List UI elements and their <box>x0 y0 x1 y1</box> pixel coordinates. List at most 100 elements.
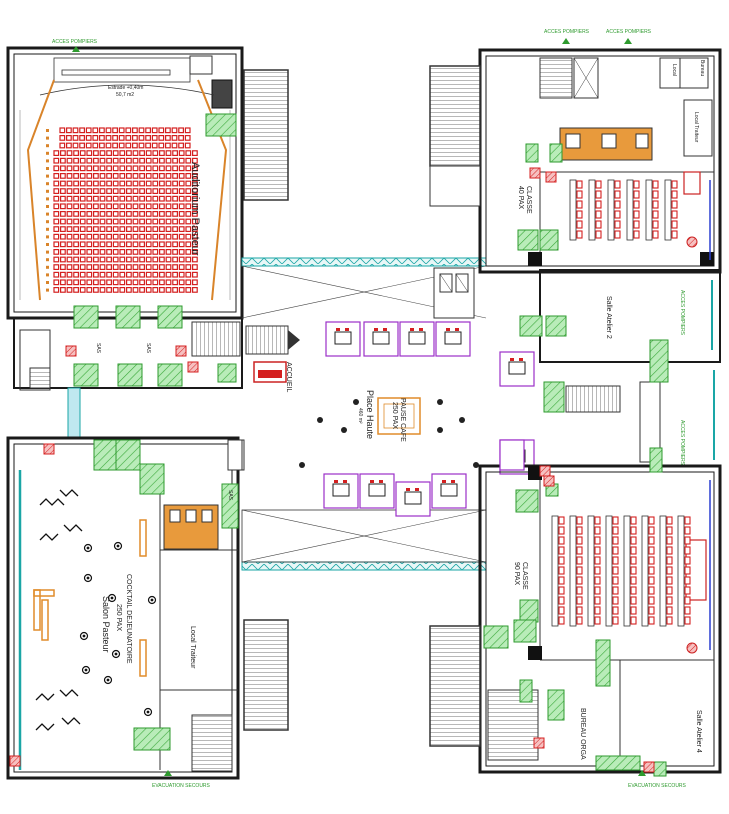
auditorium-seat <box>151 127 158 134</box>
auditorium-seat <box>99 195 106 202</box>
classroom-seat <box>576 616 583 625</box>
auditorium-seat <box>86 211 93 217</box>
auditorium-seat <box>152 271 159 278</box>
auditorium-seat <box>192 233 198 240</box>
auditorium-seat <box>73 157 80 164</box>
auditorium-seat <box>125 135 132 141</box>
auditorium-stage-label: Estrade +0,40m <box>108 85 144 91</box>
auditorium-seat <box>145 157 152 164</box>
auditorium-seat <box>178 211 185 217</box>
auditorium-seat <box>192 203 198 210</box>
auditorium-seat <box>73 264 80 270</box>
auditorium-seat <box>185 264 192 270</box>
auditorium-seat <box>59 256 66 263</box>
auditorium-seat <box>125 165 132 172</box>
auditorium-seat <box>92 135 99 141</box>
exhibitor-stand <box>359 473 395 509</box>
auditorium-seat <box>178 233 185 240</box>
acces-pompiers-top-right-1: ACCES POMPIERS <box>544 29 590 35</box>
auditorium-seat <box>112 241 119 248</box>
auditorium-seat <box>73 195 80 202</box>
auditorium-seat <box>178 264 185 270</box>
auditorium-seat <box>165 150 172 157</box>
auditorium-seat <box>192 180 198 187</box>
auditorium-seat <box>172 249 179 255</box>
auditorium-seat <box>98 135 105 141</box>
classroom-seat <box>576 536 583 545</box>
auditorium-seat <box>73 233 80 240</box>
auditorium-seat <box>165 188 172 195</box>
auditorium-seat <box>53 233 60 240</box>
classroom-seat <box>558 526 565 535</box>
auditorium-seat <box>184 135 191 141</box>
auditorium-seat <box>92 287 99 293</box>
auditorium-seat <box>138 127 145 134</box>
classroom-seat <box>648 556 655 565</box>
auditorium-seat <box>73 218 80 225</box>
place-haute-label: Place Haute <box>365 390 375 440</box>
classroom-seat <box>594 546 601 555</box>
fire-marker <box>65 345 77 357</box>
auditorium-seat <box>145 249 152 255</box>
auditorium-seat <box>192 287 198 293</box>
classroom-seat <box>648 546 655 555</box>
row-marker <box>46 159 49 163</box>
stand-chair <box>510 358 514 361</box>
stand-chair <box>451 480 455 483</box>
auditorium-seat <box>165 203 172 210</box>
auditorium-seat <box>151 142 158 149</box>
bureau-label: Bureau <box>699 60 705 77</box>
classroom-seat <box>630 576 637 585</box>
classroom-seat <box>595 220 602 229</box>
auditorium-seat <box>106 264 113 270</box>
auditorium-seat <box>106 157 113 164</box>
auditorium-seat <box>112 287 119 293</box>
exit-zone <box>115 439 141 471</box>
classroom-desk <box>664 179 672 241</box>
auditorium-seat <box>112 127 119 134</box>
auditorium-seat <box>145 142 152 149</box>
auditorium-seat <box>139 203 146 210</box>
auditorium-seat <box>105 135 112 141</box>
auditorium-seat <box>139 165 146 172</box>
auditorium-seat <box>165 218 172 225</box>
classroom-seat <box>684 616 691 625</box>
auditorium-seat <box>59 249 66 255</box>
stand-table <box>404 491 422 505</box>
auditorium-seat <box>59 211 66 217</box>
classroom-seat <box>666 516 673 525</box>
auditorium-seat <box>72 135 79 141</box>
high-table-center <box>86 546 90 550</box>
auditorium-seat <box>139 211 146 217</box>
auditorium-seat <box>119 157 126 164</box>
auditorium-seat <box>106 218 113 225</box>
auditorium-seat <box>178 218 185 225</box>
auditorium-seat <box>79 180 86 187</box>
fire-marker <box>543 475 555 487</box>
auditorium-seat <box>139 218 146 225</box>
auditorium-seat <box>132 264 139 270</box>
auditorium-seat <box>53 203 60 210</box>
classe-40-seating <box>569 179 678 241</box>
classroom-seat <box>648 526 655 535</box>
auditorium-seat <box>185 188 192 195</box>
salle-atelier-2-label: Salle Atelier 2 <box>605 296 612 339</box>
auditorium-seat <box>73 150 80 157</box>
auditorium-seat <box>112 135 119 141</box>
classroom-seat <box>684 606 691 615</box>
classe-90-seating <box>551 515 691 627</box>
auditorium-seat <box>118 127 125 134</box>
auditorium-seat <box>79 241 86 248</box>
fire-marker <box>539 465 551 477</box>
auditorium-seat <box>119 211 126 217</box>
auditorium-seat <box>172 241 179 248</box>
auditorium-seat <box>106 188 113 195</box>
auditorium-seat <box>178 226 185 233</box>
auditorium-seat <box>119 264 126 270</box>
auditorium-seat <box>112 188 119 195</box>
sas-label-2: SAS <box>145 343 151 354</box>
auditorium-seat <box>185 287 192 293</box>
classroom-seat <box>576 190 583 199</box>
auditorium-seat <box>145 271 152 278</box>
auditorium-seat <box>185 249 192 255</box>
